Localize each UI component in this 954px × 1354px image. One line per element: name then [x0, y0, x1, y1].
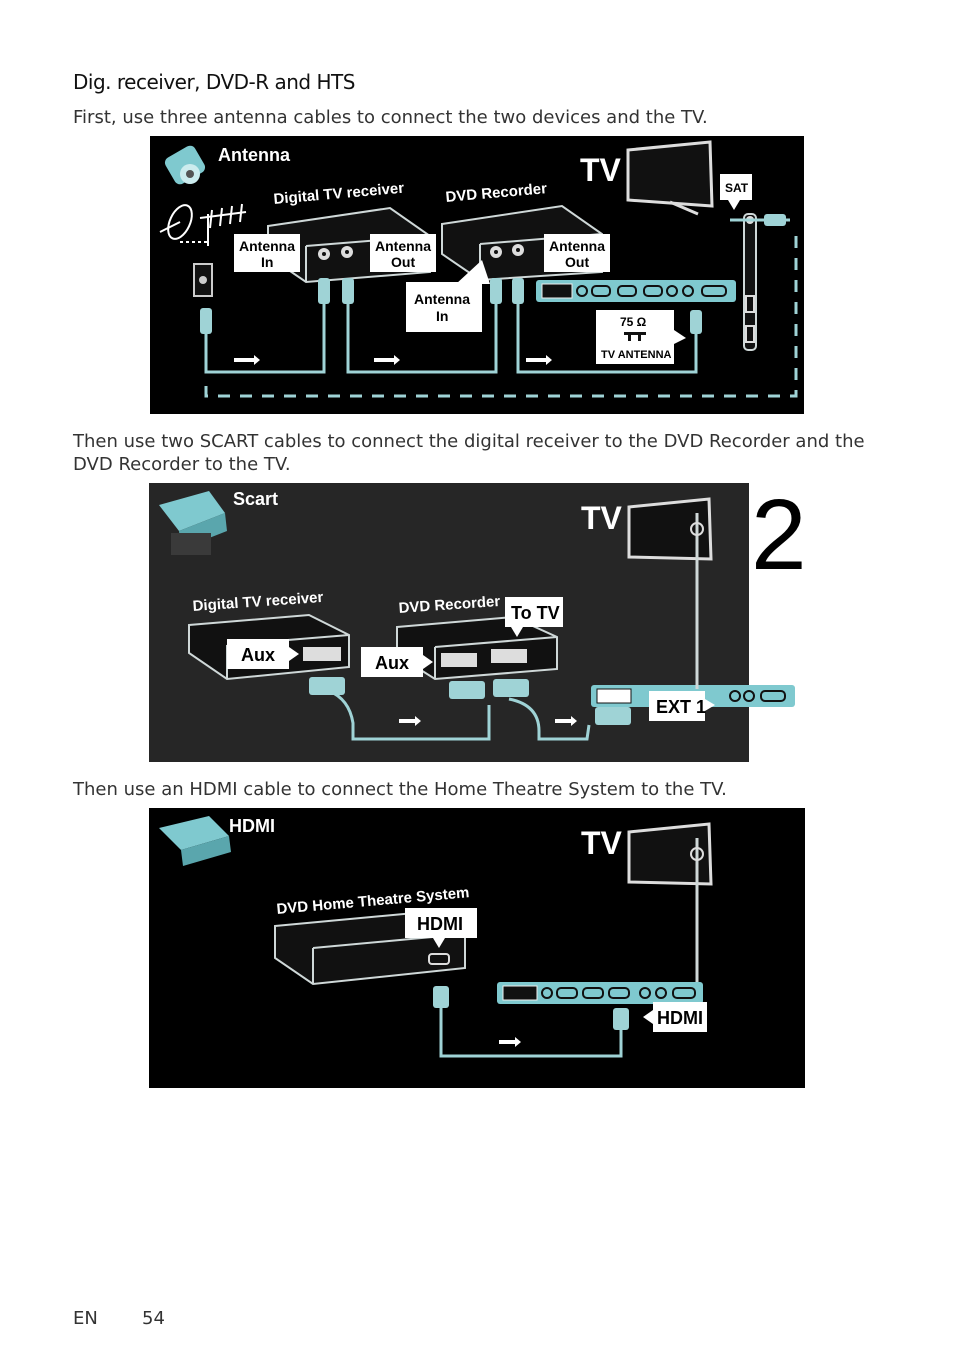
antenna-connector-icon: [164, 145, 206, 185]
hdmi-tv-label: HDMI: [657, 1008, 703, 1028]
to-tv-label: To TV: [511, 603, 560, 623]
antenna-out2-label-line1: Antenna: [549, 238, 605, 254]
digital-receiver-label: Digital TV receiver: [273, 180, 405, 208]
step-number: 2: [751, 483, 805, 591]
antenna-in-label-line1: Antenna: [239, 238, 295, 254]
hdmi-cable: [439, 838, 699, 1058]
aux-label-2: Aux: [375, 653, 409, 673]
dvd-recorder-label-2: DVD Recorder: [398, 593, 501, 617]
footer-language: EN: [73, 1308, 98, 1329]
wall-socket-icon: [193, 263, 213, 297]
tv-icon-2: [627, 497, 713, 561]
antenna-in2-label-line1: Antenna: [414, 291, 470, 307]
tv-icon: [626, 140, 714, 216]
tv-label-2: TV: [581, 500, 623, 536]
ohm-label: 75 Ω: [620, 315, 647, 329]
scart-diagram: 2 Scart TV Digital TV receiver Aux DVD R…: [149, 483, 805, 762]
hdmi-connector-icon: [159, 816, 231, 866]
antenna-out2-label-line2: Out: [565, 254, 589, 270]
hdmi-cable-label: HDMI: [229, 816, 275, 836]
tv-connection-panel: [536, 213, 757, 351]
tv-label-3: TV: [581, 825, 623, 861]
antenna-instruction: First, use three antenna cables to conne…: [73, 107, 708, 128]
direction-arrows-2: [399, 716, 577, 726]
tv-antenna-label: TV ANTENNA: [601, 349, 672, 361]
tv-connection-panel-3: [497, 982, 703, 1004]
direction-arrows: [234, 355, 552, 365]
scart-instruction: Then use two SCART cables to connect the…: [73, 431, 865, 475]
antenna-diagram: Antenna TV SAT Digital TV receive: [150, 136, 804, 414]
antenna-cable-label: Antenna: [218, 145, 291, 165]
tv-icon-3: [627, 822, 713, 886]
dvd-recorder-label: DVD Recorder: [445, 180, 548, 206]
hdmi-instruction: Then use an HDMI cable to connect the Ho…: [73, 779, 727, 800]
antenna-out-label-line1: Antenna: [375, 238, 431, 254]
ext1-label: EXT 1: [656, 697, 706, 717]
page-number: 54: [142, 1308, 165, 1329]
section-heading: Dig. receiver, DVD-R and HTS: [73, 70, 355, 94]
direction-arrow-3: [499, 1037, 521, 1047]
digital-receiver-label-2: Digital TV receiver: [192, 589, 324, 615]
antenna-out-label-line2: Out: [391, 254, 415, 270]
antenna-in-label-line2: In: [261, 254, 273, 270]
tv-label: TV: [580, 152, 622, 188]
hdmi-diagram: HDMI TV DVD Home Theatre System HDMI H: [149, 808, 805, 1088]
sat-label: SAT: [725, 181, 749, 195]
antenna-in2-label-line2: In: [436, 308, 448, 324]
scart-cable-label: Scart: [233, 489, 278, 509]
scart-connector-icon: [159, 491, 227, 555]
aux-label-1: Aux: [241, 645, 275, 665]
hdmi-device-label: HDMI: [417, 914, 463, 934]
satellite-dish-icon: [159, 203, 247, 246]
antenna-cables: [204, 218, 798, 398]
